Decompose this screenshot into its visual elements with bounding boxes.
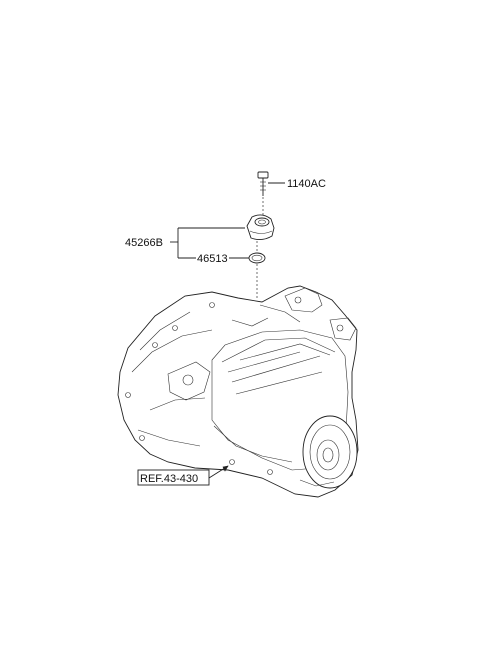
label-45266B: 45266B — [125, 237, 163, 249]
transmission-housing — [117, 285, 359, 498]
cap-part — [246, 214, 275, 252]
reference-callout — [137, 465, 229, 486]
o-ring-part — [248, 252, 266, 300]
label-46513: 46513 — [197, 253, 228, 265]
label-ref-43-430: REF.43-430 — [140, 473, 198, 485]
label-1140AC: 1140AC — [287, 178, 326, 190]
bolt-part — [257, 171, 269, 218]
bracket-45266B — [170, 227, 245, 259]
